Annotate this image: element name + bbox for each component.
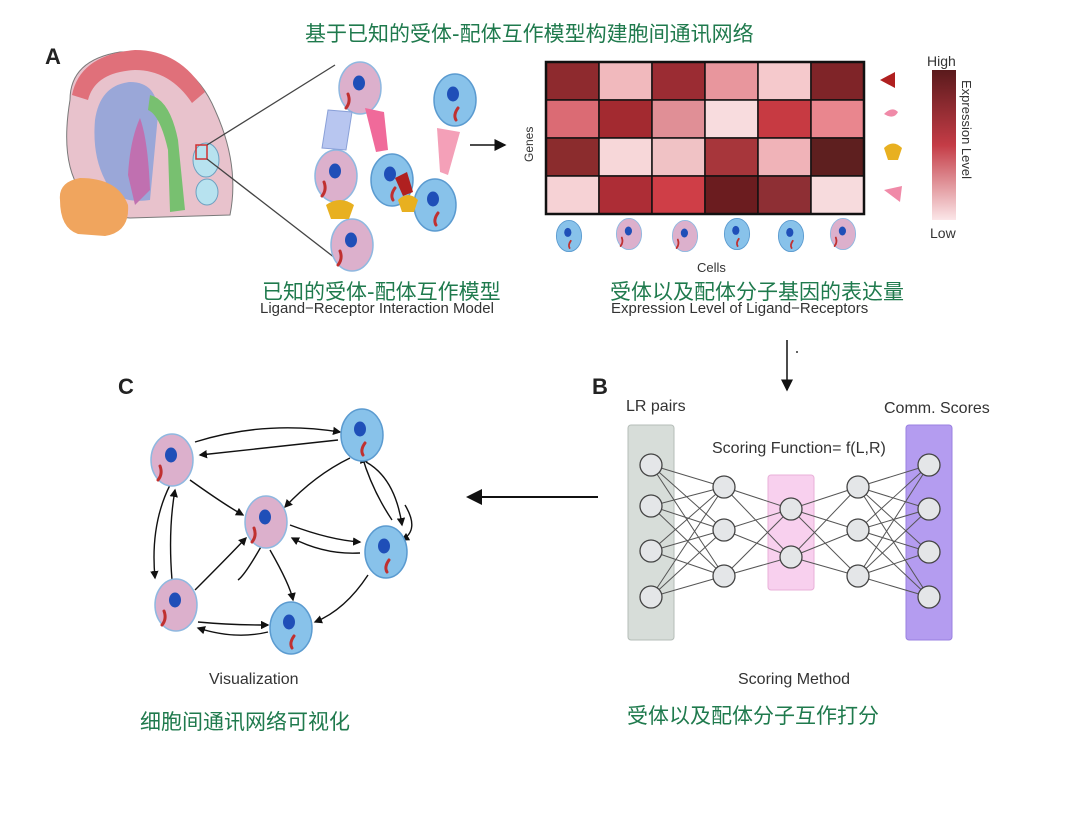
- network-edge: [857, 464, 930, 488]
- heatmap-cell: [545, 61, 600, 101]
- heatmap-cell: [545, 99, 600, 139]
- heatmap-cell-icons: [555, 217, 857, 253]
- network-edge: [790, 508, 859, 577]
- heatmap-cell: [651, 99, 706, 139]
- legend-title: Expression Level: [959, 80, 974, 179]
- heatmap-cell: [545, 175, 600, 215]
- heatmap-cell: [651, 137, 706, 177]
- expression-caption-en: Expression Level of Ligand−Receptors: [611, 300, 869, 317]
- network-edge: [857, 529, 930, 553]
- network-edge: [857, 551, 930, 577]
- heatmap-cell: [757, 137, 812, 177]
- heatmap-cell: [704, 61, 759, 101]
- network-edge: [857, 508, 930, 577]
- network-edge: [650, 529, 725, 598]
- network-edge: [723, 486, 792, 558]
- heatmap-y-label: Genes: [522, 127, 536, 162]
- network-edge: [857, 464, 930, 577]
- panel-a-letter: A: [45, 44, 61, 69]
- heatmap-cell: [545, 137, 600, 177]
- heatmap-cell: [810, 99, 865, 139]
- network-node: [917, 585, 941, 609]
- network-edge: [650, 529, 725, 552]
- network-node: [917, 453, 941, 477]
- network-node: [846, 564, 870, 588]
- scoring-function-label: Scoring Function= f(L,R): [712, 440, 886, 457]
- network-edge: [857, 575, 930, 598]
- model-caption-en: Ligand−Receptor Interaction Model: [260, 300, 494, 317]
- network-edge: [857, 464, 930, 531]
- scoring-network: [627, 424, 953, 641]
- visualization-label: Visualization: [209, 671, 299, 688]
- heatmap-cell: [598, 61, 653, 101]
- heatmap-cell: [810, 61, 865, 101]
- scoring-method-label: Scoring Method: [738, 671, 851, 688]
- network-edge: [650, 486, 725, 507]
- network-node: [846, 475, 870, 499]
- model-caption-cn: 已知的受体-配体互作模型: [262, 280, 501, 304]
- heatmap-cell: [651, 175, 706, 215]
- network-edge: [790, 486, 859, 558]
- visualization-cn: 细胞间通讯网络可视化: [140, 710, 350, 734]
- heatmap-cell: [598, 175, 653, 215]
- gene-row-symbols: [880, 72, 902, 202]
- heatmap-cell: [651, 61, 706, 101]
- network-edge: [650, 464, 725, 577]
- legend-high-label: High: [927, 53, 956, 69]
- brain-tissue-illustration: [59, 50, 336, 259]
- network-edge: [650, 486, 725, 598]
- heatmap-cell: [757, 99, 812, 139]
- network-edge: [650, 505, 725, 531]
- network-edge: [723, 508, 792, 531]
- network-edge: [857, 508, 930, 531]
- page-title: 基于已知的受体-配体互作模型构建胞间通讯网络: [305, 22, 754, 46]
- scoring-method-cn: 受体以及配体分子互作打分: [627, 704, 879, 728]
- heatmap-cell: [757, 61, 812, 101]
- heatmap-x-label: Cells: [697, 260, 726, 275]
- network-node: [712, 518, 736, 542]
- network-edge: [650, 575, 725, 598]
- heatmap-cell: [704, 99, 759, 139]
- network-edge: [723, 529, 792, 558]
- expression-legend: High Low Expression Level: [927, 53, 974, 241]
- network-node: [779, 497, 803, 521]
- expression-heatmap: [544, 60, 866, 216]
- heatmap-cell: [810, 137, 865, 177]
- network-node: [712, 475, 736, 499]
- network-node: [846, 518, 870, 542]
- network-edge: [723, 508, 792, 577]
- heatmap-cell: [704, 137, 759, 177]
- network-node: [779, 545, 803, 569]
- lr-pairs-label: LR pairs: [626, 398, 686, 415]
- network-node: [639, 494, 663, 518]
- heatmap-cell: [598, 137, 653, 177]
- heatmap-cell: [704, 175, 759, 215]
- network-node: [639, 453, 663, 477]
- communication-network: [149, 407, 413, 656]
- expression-caption-cn: 受体以及配体分子基因的表达量: [610, 280, 904, 304]
- network-node: [639, 585, 663, 609]
- network-node: [639, 539, 663, 563]
- network-edge: [723, 486, 792, 510]
- network-edge: [790, 486, 859, 510]
- network-node: [712, 564, 736, 588]
- network-edge: [650, 486, 725, 552]
- network-edge: [790, 508, 859, 531]
- panel-c-letter: C: [118, 374, 134, 399]
- heatmap-cell: [757, 175, 812, 215]
- heatmap-cell: [598, 99, 653, 139]
- network-node: [917, 540, 941, 564]
- network-edge: [650, 464, 725, 488]
- ligand-receptor-model-illustration: [313, 60, 478, 273]
- heatmap-border: [544, 60, 866, 216]
- panel-b-letter: B: [592, 374, 608, 399]
- comm-scores-label: Comm. Scores: [884, 400, 990, 417]
- network-edge: [790, 529, 859, 558]
- network-edge: [650, 464, 725, 531]
- heatmap-cell: [810, 175, 865, 215]
- network-node: [917, 497, 941, 521]
- legend-low-label: Low: [930, 225, 957, 241]
